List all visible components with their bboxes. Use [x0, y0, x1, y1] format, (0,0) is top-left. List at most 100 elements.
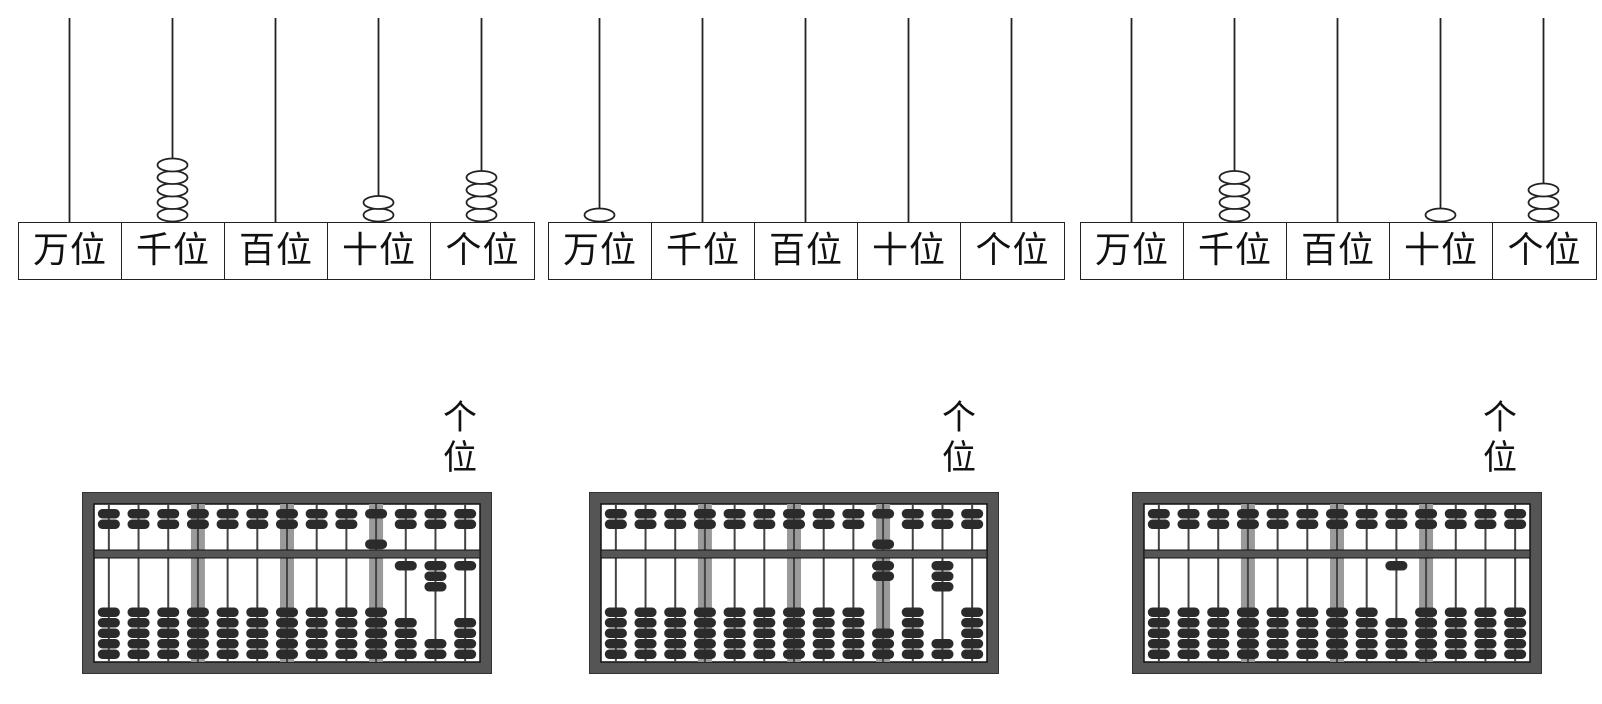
earth-bead — [1326, 607, 1348, 617]
earth-bead — [1385, 628, 1408, 638]
earth-bead — [157, 628, 180, 638]
heaven-bead — [753, 509, 776, 519]
heaven-bead — [961, 519, 984, 529]
earth-bead — [424, 561, 447, 571]
earth-bead — [872, 649, 895, 659]
earth-bead — [186, 639, 209, 649]
heaven-bead — [664, 509, 687, 519]
earth-bead — [216, 618, 239, 628]
heaven-bead — [842, 509, 865, 519]
earth-bead — [394, 628, 417, 638]
heaven-bead — [335, 519, 358, 529]
earth-bead — [424, 639, 447, 649]
earth-bead — [1236, 639, 1259, 649]
heaven-bead — [276, 509, 298, 519]
heaven-bead — [186, 509, 209, 519]
earth-bead — [753, 649, 776, 659]
earth-bead — [1177, 618, 1200, 628]
heaven-bead — [97, 519, 120, 529]
earth-bead — [335, 628, 358, 638]
heaven-bead — [901, 519, 924, 529]
earth-bead — [842, 618, 865, 628]
heaven-bead — [305, 519, 328, 529]
earth-bead — [931, 649, 954, 659]
earth-bead — [901, 639, 924, 649]
label-wan: 万位 — [549, 223, 652, 279]
counter-bead — [156, 195, 189, 210]
earth-bead — [97, 649, 120, 659]
earth-bead — [1474, 639, 1497, 649]
earth-bead — [664, 649, 687, 659]
earth-bead — [872, 628, 895, 638]
earth-bead — [693, 639, 716, 649]
earth-bead — [1504, 628, 1527, 638]
earth-bead — [1474, 649, 1497, 659]
earth-bead — [723, 628, 746, 638]
earth-bead — [186, 628, 209, 638]
heaven-bead — [1296, 519, 1319, 529]
heaven-bead — [812, 519, 835, 529]
earth-bead — [365, 628, 388, 638]
label-wan: 万位 — [19, 223, 122, 279]
label-bai: 百位 — [225, 223, 328, 279]
earth-bead — [1266, 607, 1289, 617]
earth-bead — [1385, 639, 1408, 649]
heaven-bead — [604, 519, 627, 529]
label-shi: 十位 — [858, 223, 961, 279]
heaven-bead — [127, 509, 150, 519]
counter-bead — [362, 195, 395, 210]
earth-bead — [246, 618, 269, 628]
heaven-bead — [1504, 519, 1527, 529]
heaven-bead — [365, 539, 388, 549]
heaven-bead — [872, 509, 895, 519]
earth-bead — [305, 618, 328, 628]
earth-bead — [812, 628, 835, 638]
earth-bead — [693, 618, 716, 628]
place-value-labels: 万位 千位 百位 十位 个位 — [548, 222, 1065, 280]
earth-bead — [1355, 607, 1378, 617]
earth-bead — [186, 618, 209, 628]
earth-bead — [961, 628, 984, 638]
earth-bead — [693, 607, 716, 617]
earth-bead — [365, 649, 388, 659]
counter-rods — [1130, 18, 1560, 223]
earth-bead — [1266, 628, 1289, 638]
earth-bead — [454, 628, 477, 638]
earth-bead — [1326, 628, 1348, 638]
earth-bead — [97, 607, 120, 617]
earth-bead — [305, 607, 328, 617]
earth-bead — [1504, 607, 1527, 617]
earth-bead — [783, 649, 805, 659]
earth-bead — [1444, 607, 1467, 617]
earth-bead — [931, 571, 954, 581]
counter-bead — [1218, 195, 1251, 210]
earth-bead — [872, 639, 895, 649]
counter-rods — [583, 18, 1013, 223]
earth-bead — [97, 628, 120, 638]
earth-bead — [335, 618, 358, 628]
earth-bead — [634, 628, 657, 638]
earth-bead — [1474, 607, 1497, 617]
earth-bead — [664, 628, 687, 638]
heaven-bead — [753, 519, 776, 529]
counter-rods — [68, 18, 498, 223]
counter-bead — [1527, 195, 1560, 210]
earth-bead — [335, 639, 358, 649]
earth-bead — [127, 628, 150, 638]
earth-bead — [186, 649, 209, 659]
earth-bead — [1415, 607, 1438, 617]
earth-bead — [1266, 639, 1289, 649]
earth-bead — [1385, 561, 1408, 571]
heaven-bead — [961, 509, 984, 519]
earth-bead — [276, 649, 298, 659]
heaven-bead — [1326, 519, 1348, 529]
earth-bead — [127, 618, 150, 628]
heaven-bead — [931, 509, 954, 519]
earth-bead — [961, 618, 984, 628]
heaven-bead — [276, 519, 298, 529]
earth-bead — [1444, 628, 1467, 638]
earth-bead — [1207, 618, 1230, 628]
earth-bead — [216, 607, 239, 617]
counter-bead — [465, 182, 498, 198]
counter-bead — [156, 182, 189, 198]
